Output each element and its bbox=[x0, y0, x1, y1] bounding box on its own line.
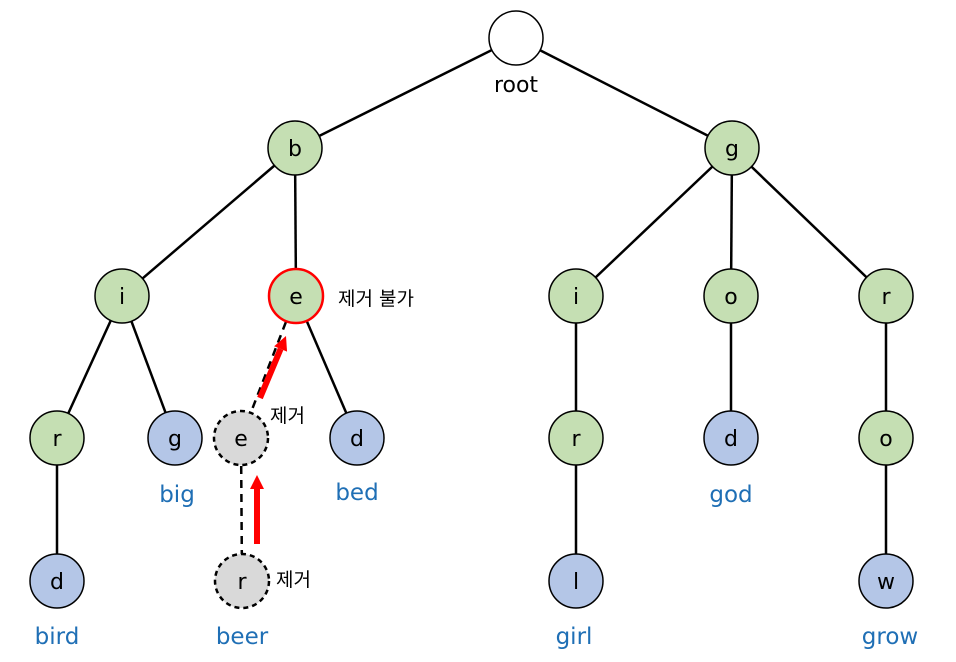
node-be: e bbox=[267, 267, 325, 325]
arrow-beer-to-bee bbox=[250, 475, 264, 544]
word-label-bird: bird bbox=[35, 624, 80, 650]
node-grow: w bbox=[858, 553, 914, 609]
node-circle-b bbox=[267, 120, 323, 176]
node-label-grow: w bbox=[877, 570, 895, 595]
node-circle-big bbox=[147, 410, 203, 466]
root-label: root bbox=[494, 73, 538, 98]
node-bed: d bbox=[329, 410, 385, 466]
node-circle-go bbox=[703, 268, 759, 324]
node-gir: r bbox=[548, 410, 604, 466]
node-g: g bbox=[704, 120, 760, 176]
note-remove-e: 제거 bbox=[270, 405, 305, 427]
node-label-big: g bbox=[168, 427, 182, 452]
node-label-bi: i bbox=[119, 285, 125, 310]
node-bi: i bbox=[94, 268, 150, 324]
node-circle-gi bbox=[548, 268, 604, 324]
edge-b-bi bbox=[121, 147, 296, 297]
node-label-bird: d bbox=[50, 570, 64, 595]
node-gr: r bbox=[858, 268, 914, 324]
node-label-bed: d bbox=[350, 427, 364, 452]
node-circle-g bbox=[704, 120, 760, 176]
edge-g-gr bbox=[731, 147, 887, 297]
note-cannot-remove: 제거 불가 bbox=[338, 288, 414, 310]
node-circle-bi bbox=[94, 268, 150, 324]
node-root bbox=[488, 10, 544, 66]
node-go: o bbox=[703, 268, 759, 324]
node-bee: e bbox=[212, 409, 270, 467]
node-circle-root bbox=[488, 10, 544, 66]
node-label-gir: r bbox=[571, 427, 581, 452]
word-label-beer: beer bbox=[216, 624, 269, 650]
word-label-girl: girl bbox=[556, 624, 593, 650]
node-label-bee: e bbox=[234, 427, 248, 452]
node-circle-gir bbox=[548, 410, 604, 466]
edge-root-g bbox=[515, 36, 733, 150]
node-circle-gro bbox=[858, 410, 914, 466]
edge-g-gi bbox=[575, 147, 733, 297]
node-label-be: e bbox=[289, 285, 303, 310]
edge-root-b bbox=[294, 36, 517, 150]
node-bird: d bbox=[29, 553, 85, 609]
node-label-go: o bbox=[724, 285, 737, 310]
node-label-gr: r bbox=[881, 285, 891, 310]
node-circle-bed bbox=[329, 410, 385, 466]
node-gi: i bbox=[548, 268, 604, 324]
node-gro: o bbox=[858, 410, 914, 466]
arrow-head bbox=[274, 336, 288, 352]
node-label-god: d bbox=[724, 427, 738, 452]
node-label-gro: o bbox=[879, 427, 892, 452]
node-circle-grow bbox=[858, 553, 914, 609]
node-big: g bbox=[147, 410, 203, 466]
node-girl: l bbox=[548, 553, 604, 609]
word-label-bed: bed bbox=[335, 480, 378, 506]
removal-arrows bbox=[250, 336, 288, 544]
node-label-girl: l bbox=[573, 570, 579, 595]
node-label-gi: i bbox=[573, 285, 579, 310]
node-beer: r bbox=[213, 552, 271, 610]
node-circle-bird bbox=[29, 553, 85, 609]
arrow-shaft bbox=[257, 347, 284, 400]
word-label-grow: grow bbox=[862, 624, 918, 650]
node-circle-bee bbox=[212, 409, 270, 467]
word-label-god: god bbox=[709, 482, 752, 508]
word-label-big: big bbox=[159, 482, 195, 508]
arrow-head bbox=[250, 475, 264, 489]
node-label-b: b bbox=[288, 137, 302, 162]
node-circle-beer bbox=[213, 552, 271, 610]
node-label-g: g bbox=[725, 137, 739, 162]
node-circle-be bbox=[267, 267, 325, 325]
node-b: b bbox=[267, 120, 323, 176]
node-circle-gr bbox=[858, 268, 914, 324]
arrow-bee-to-be bbox=[257, 336, 288, 400]
trie-nodes: b g i e r g e d d r i o r r d o l w bbox=[29, 10, 914, 610]
node-label-bir: r bbox=[52, 427, 62, 452]
note-remove-r: 제거 bbox=[276, 569, 311, 591]
node-label-beer: r bbox=[237, 570, 247, 595]
node-circle-girl bbox=[548, 553, 604, 609]
node-circle-god bbox=[703, 410, 759, 466]
node-circle-bir bbox=[29, 410, 85, 466]
node-god: d bbox=[703, 410, 759, 466]
node-bir: r bbox=[29, 410, 85, 466]
